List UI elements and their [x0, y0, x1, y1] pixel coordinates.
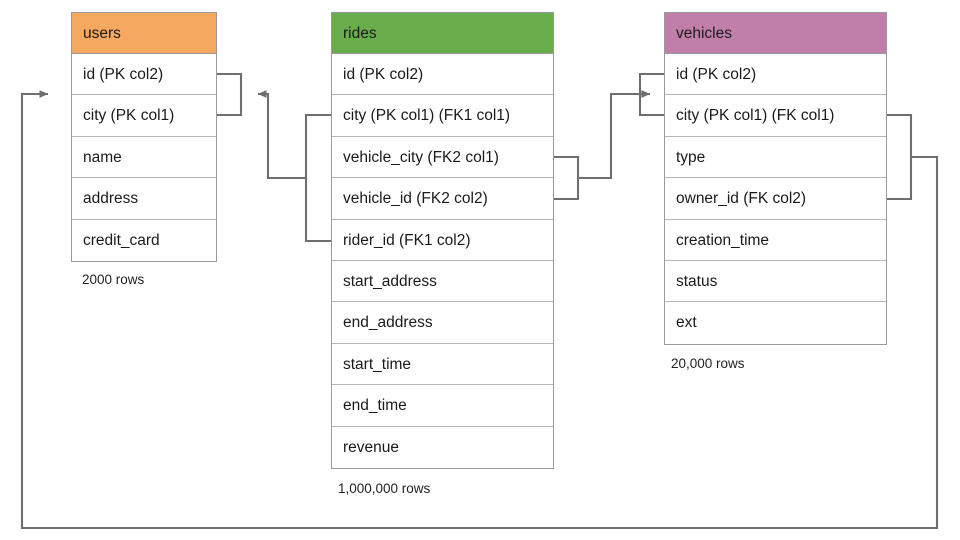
table-rides-column-start-time[interactable]: start_time: [332, 343, 553, 386]
table-vehicles-row-count: 20,000 rows: [671, 356, 745, 371]
connector-rides-fk1-to-users: [217, 72, 331, 243]
table-users-row-count: 2000 rows: [82, 272, 145, 287]
table-vehicles-column-type[interactable]: type: [665, 136, 886, 179]
table-rides-column-id[interactable]: id (PK col2): [332, 54, 553, 96]
table-vehicles-column-creation-time[interactable]: creation_time: [665, 219, 886, 261]
table-rides[interactable]: rides id (PK col2) city (PK col1) (FK1 c…: [331, 12, 554, 469]
table-vehicles-column-id[interactable]: id (PK col2): [665, 54, 886, 96]
table-rides-column-end-address[interactable]: end_address: [332, 302, 553, 344]
table-vehicles-column-owner-id[interactable]: owner_id (FK col2): [665, 178, 886, 220]
table-vehicles-column-status[interactable]: status: [665, 260, 886, 303]
table-vehicles-title: vehicles: [665, 13, 886, 54]
table-users-title: users: [72, 13, 216, 54]
table-rides-column-end-time[interactable]: end_time: [332, 385, 553, 427]
table-users[interactable]: users id (PK col2) city (PK col1) name a…: [71, 12, 217, 262]
table-vehicles-column-ext[interactable]: ext: [665, 302, 886, 344]
table-users-column-id[interactable]: id (PK col2): [72, 54, 216, 96]
table-users-column-address[interactable]: address: [72, 178, 216, 220]
table-users-column-city[interactable]: city (PK col1): [72, 95, 216, 137]
table-rides-column-rider-id[interactable]: rider_id (FK1 col2): [332, 219, 553, 261]
connector-rides-fk2-to-vehicles: [554, 72, 664, 201]
table-rides-title: rides: [332, 13, 553, 54]
table-rides-row-count: 1,000,000 rows: [338, 481, 431, 496]
table-vehicles[interactable]: vehicles id (PK col2) city (PK col1) (FK…: [664, 12, 887, 345]
table-rides-column-city[interactable]: city (PK col1) (FK1 col1): [332, 95, 553, 137]
table-users-column-credit-card[interactable]: credit_card: [72, 219, 216, 261]
table-rides-column-revenue[interactable]: revenue: [332, 426, 553, 468]
table-rides-column-vehicle-city[interactable]: vehicle_city (FK2 col1): [332, 136, 553, 179]
table-rides-column-vehicle-id[interactable]: vehicle_id (FK2 col2): [332, 178, 553, 220]
table-vehicles-column-city[interactable]: city (PK col1) (FK col1): [665, 95, 886, 137]
table-users-column-name[interactable]: name: [72, 136, 216, 179]
table-rides-column-start-address[interactable]: start_address: [332, 260, 553, 303]
